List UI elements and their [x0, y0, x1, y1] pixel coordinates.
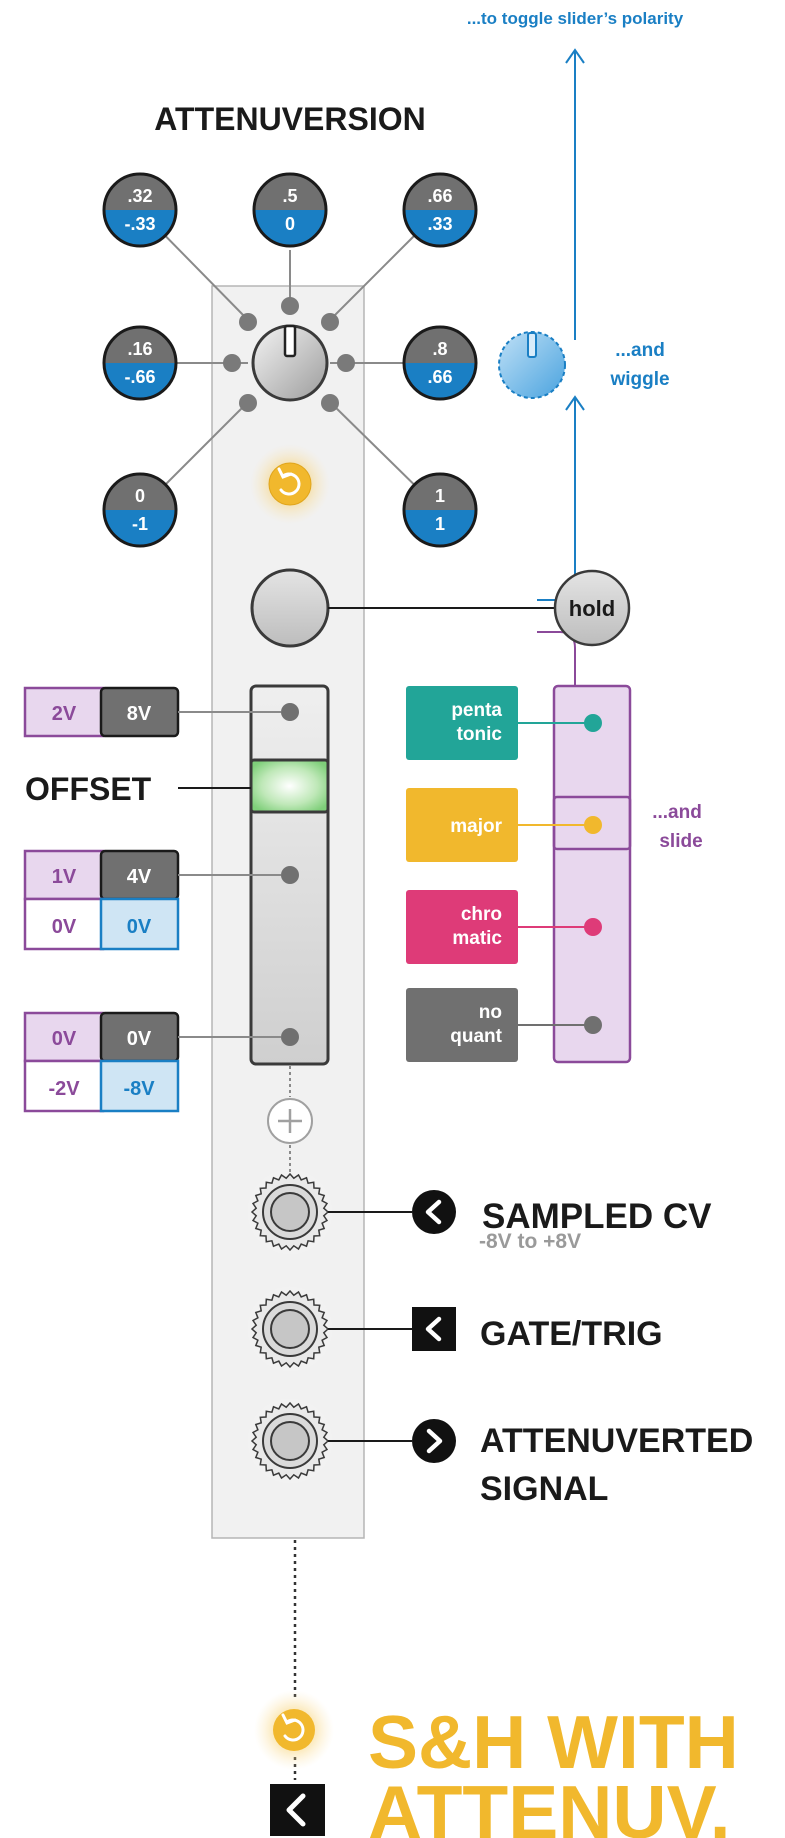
chevron-left-icon — [425, 1316, 442, 1342]
offset-title: OFFSET — [25, 771, 152, 807]
quantize-option: chro matic — [406, 890, 602, 964]
hold-label: hold — [569, 596, 615, 621]
quantize-label-line2: quant — [450, 1026, 502, 1047]
position-bottom-value: .33 — [427, 214, 452, 234]
offset-purple-value: 2V — [52, 703, 77, 725]
plus-icon — [267, 1098, 313, 1144]
position-top-value: 0 — [135, 486, 145, 506]
slide-label-1: ...and — [652, 802, 702, 823]
offset-purple-inverted-value: -2V — [48, 1078, 80, 1100]
reset-indicator — [250, 444, 330, 524]
attenuverted-label-2: SIGNAL — [480, 1470, 608, 1508]
position-top-value: 1 — [435, 486, 445, 506]
footer-title-2: ATTENUV. — [368, 1770, 731, 1838]
offset-row: 2V 8V — [23, 686, 180, 738]
quantize-label-line1: major — [450, 816, 502, 837]
attenuverted-label-1: ATTENUVERTED — [480, 1422, 753, 1460]
jack[interactable] — [246, 1168, 456, 1256]
offset-row: 1V 4V 0V 0V — [23, 849, 180, 951]
quantize-label-line2: matic — [452, 928, 502, 949]
polarity-annotation: ...to toggle slider’s polarity — [467, 9, 684, 28]
footer-gate-icon — [270, 1784, 325, 1836]
attenuverter-knob[interactable] — [251, 324, 329, 402]
chevron-left-icon — [425, 1199, 442, 1225]
offset-gray-value: 8V — [127, 703, 152, 725]
footer-title-1: S&H WITH — [368, 1700, 739, 1784]
quantize-options: penta tonic major chro matic no quant — [406, 686, 602, 1062]
wiggle-label-2: wiggle — [609, 369, 669, 390]
quantize-label-line1: chro — [461, 904, 502, 925]
chevron-left-icon — [286, 1793, 306, 1827]
position-circle: .66.33 — [402, 172, 478, 248]
position-bottom-value: 1 — [435, 514, 445, 534]
panel-button[interactable] — [250, 568, 330, 648]
position-circle: .50 — [252, 172, 328, 248]
offset-gray-value: 0V — [127, 1028, 152, 1050]
offset-gray-value: 4V — [127, 866, 152, 888]
quantize-slider[interactable] — [552, 684, 632, 1064]
position-circle: 11 — [402, 472, 478, 548]
footer-reset-indicator — [254, 1690, 334, 1770]
offset-value-boxes: 2V 8V 1V 4V 0V 0V 0V 0V -2V -8V — [23, 686, 180, 1113]
offset-blue-inverted-value: 0V — [127, 916, 152, 938]
position-bottom-value: -.66 — [124, 367, 155, 387]
position-circle: .16 -.66 — [102, 325, 178, 401]
position-circle: 0-1 — [102, 472, 178, 548]
position-bottom-value: .66 — [427, 367, 452, 387]
quantize-handle[interactable] — [552, 795, 632, 851]
offset-blue-inverted-value: -8V — [123, 1078, 155, 1100]
offset-purple-value: 0V — [52, 1028, 77, 1050]
position-circle: .8.66 — [402, 325, 478, 401]
quantize-label-line1: no — [479, 1002, 502, 1023]
position-top-value: .66 — [427, 186, 452, 206]
jacks — [246, 1168, 456, 1485]
position-top-value: .16 — [127, 339, 152, 359]
position-circle: .32 -.33 — [102, 172, 178, 248]
quantize-option: penta tonic — [406, 686, 602, 760]
quantize-label-line1: penta — [451, 700, 502, 721]
sampled-cv-range: -8V to +8V — [479, 1230, 581, 1253]
chevron-right-icon — [426, 1428, 443, 1454]
quantize-option: major — [406, 788, 602, 862]
position-bottom-value: 0 — [285, 214, 295, 234]
wiggle-knob — [498, 331, 566, 399]
attenuversion-title: ATTENUVERSION — [154, 101, 425, 137]
slide-label-2: slide — [659, 831, 702, 852]
position-top-value: .8 — [432, 339, 447, 359]
knob-position-dots — [223, 297, 355, 412]
reset-arrow-icon — [277, 467, 301, 496]
quantize-label-line2: tonic — [457, 724, 503, 745]
wiggle-arrow — [537, 48, 585, 601]
wiggle-label-1: ...and — [615, 340, 665, 361]
position-top-value: .5 — [282, 186, 297, 206]
quantize-option: no quant — [406, 988, 602, 1062]
position-bottom-value: -.33 — [124, 214, 155, 234]
offset-leaders — [178, 711, 281, 1038]
offset-row: 0V 0V -2V -8V — [23, 1011, 180, 1113]
position-bottom-value: -1 — [132, 514, 148, 534]
reset-arrow-icon — [281, 1713, 305, 1742]
gate-trig-label: GATE/TRIG — [480, 1315, 663, 1353]
position-top-value: .32 — [127, 186, 152, 206]
jack[interactable] — [246, 1285, 456, 1373]
offset-purple-value: 1V — [52, 866, 77, 888]
jack[interactable] — [246, 1397, 456, 1485]
attenuversion-positions: .32-.33.50.66.33.16-.66.8.660-111 — [102, 172, 478, 548]
sampled-cv-label: SAMPLED CV — [482, 1197, 712, 1236]
hold-button[interactable]: hold — [553, 569, 631, 647]
slider-handle[interactable] — [249, 758, 330, 814]
offset-purple-inverted-value: 0V — [52, 916, 77, 938]
